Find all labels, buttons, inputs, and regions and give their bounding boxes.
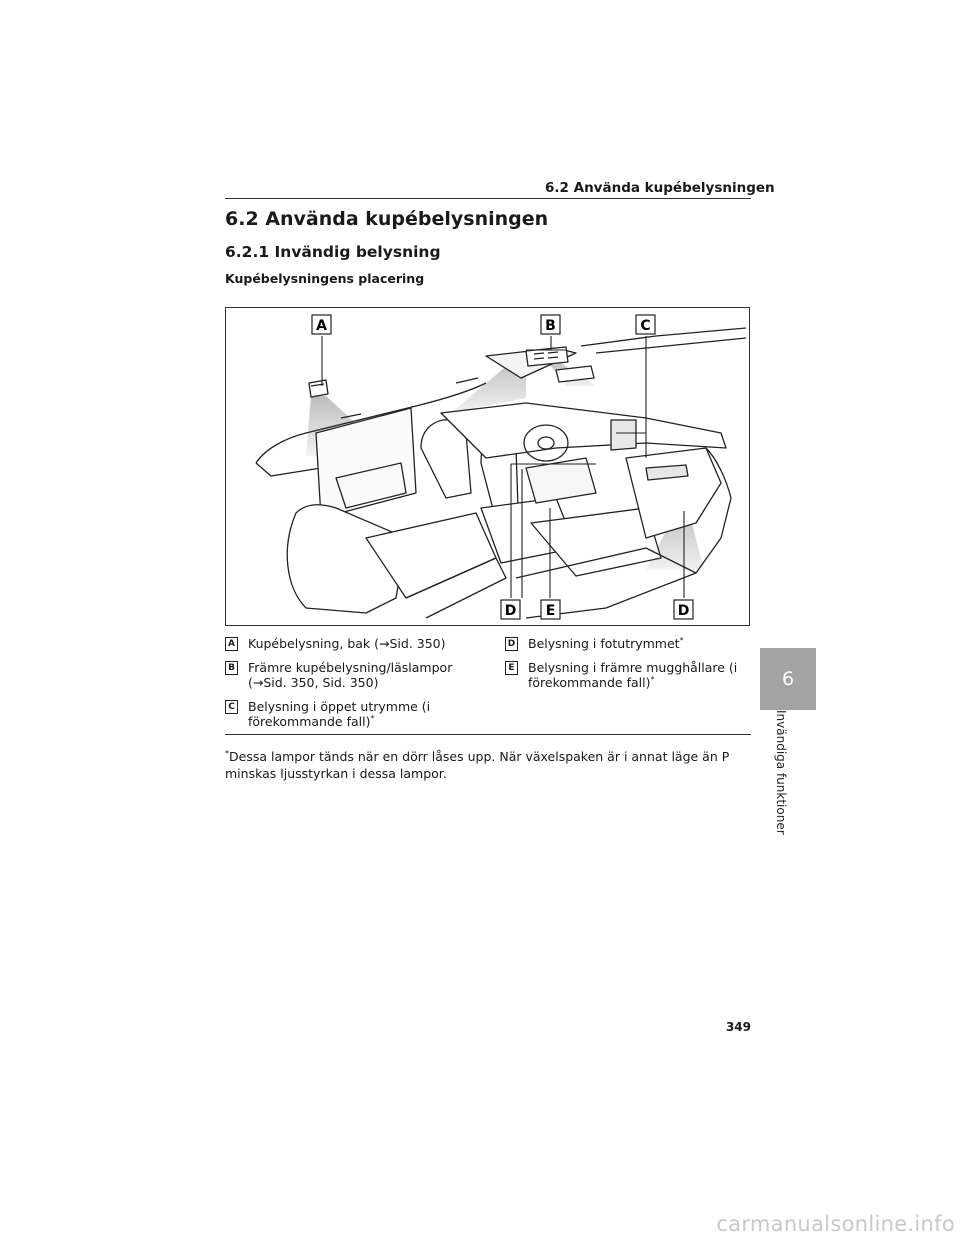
section-title: 6.2 Använda kupébelysningen [225,208,549,230]
callout-d-right-label: D [678,603,690,619]
callout-a: A [311,314,332,335]
footnote-marker: * [370,714,375,723]
footnote-marker: * [650,675,655,684]
callout-b-label: B [545,318,556,334]
callout-d-right: D [673,599,694,620]
callout-b: B [540,314,561,335]
legend-right-column: D Belysning i fotutrymmet* E Belysning i… [505,636,750,699]
legend-letter-box: A [225,637,238,651]
light-cone-b [451,358,526,413]
car-interior-illustration: A B C D E D [225,307,750,626]
footnote-text: Dessa lampor tänds när en dörr låses upp… [225,749,730,781]
callout-e-label: E [546,603,556,619]
legend-letter-box: E [505,661,518,675]
footnote-marker: * [679,636,684,645]
running-header: 6.2 Använda kupébelysningen [545,180,775,196]
legend-text: Belysning i fotutrymmet [528,636,680,651]
legend-text: förekommande fall) [248,714,371,729]
legend-item-d: D Belysning i fotutrymmet* [505,636,750,651]
legend-text: (→Sid. 350, Sid. 350) [248,675,379,690]
header-rule [225,198,751,199]
legend-text: Belysning i öppet utrymme (i [248,699,431,714]
legend-letter-box: B [225,661,238,675]
callout-c: C [635,314,656,335]
page-number: 349 [725,1020,751,1034]
footnote-marker: * [225,749,229,758]
legend-left-column: A Kupébelysning, bak (→Sid. 350) B Främr… [225,636,480,738]
legend-text: Kupébelysning, bak (→Sid. 350) [248,636,446,651]
footnote-rule [225,734,751,735]
legend-letter-box: D [505,637,518,651]
legend-item-c: C Belysning i öppet utrymme (i förekomma… [225,699,480,729]
legend-item-b: B Främre kupébelysning/läslampor (→Sid. … [225,660,480,690]
footnote: *Dessa lampor tänds när en dörr låses up… [225,748,751,782]
callout-e: E [540,599,561,620]
legend-item-e: E Belysning i främre mugghållare (i före… [505,660,750,690]
chapter-tab: 6 [760,648,816,710]
legend-text: Belysning i främre mugghållare (i [528,660,738,675]
legend-item-a: A Kupébelysning, bak (→Sid. 350) [225,636,480,651]
subsection-title: 6.2.1 Invändig belysning [225,243,441,261]
legend-text: Främre kupébelysning/läslampor [248,660,453,675]
legend-text: förekommande fall) [528,675,651,690]
chapter-label: Invändiga funktioner [774,710,788,835]
callout-c-label: C [640,318,650,334]
chapter-label-text: Invändiga funktioner [774,710,788,835]
watermark: carmanualsonline.info [716,1212,955,1236]
figure-caption: Kupébelysningens placering [225,271,425,286]
callout-a-label: A [316,318,327,334]
legend-letter-box: C [225,700,238,714]
callout-d-left: D [500,599,521,620]
callout-d-left-label: D [505,603,517,619]
